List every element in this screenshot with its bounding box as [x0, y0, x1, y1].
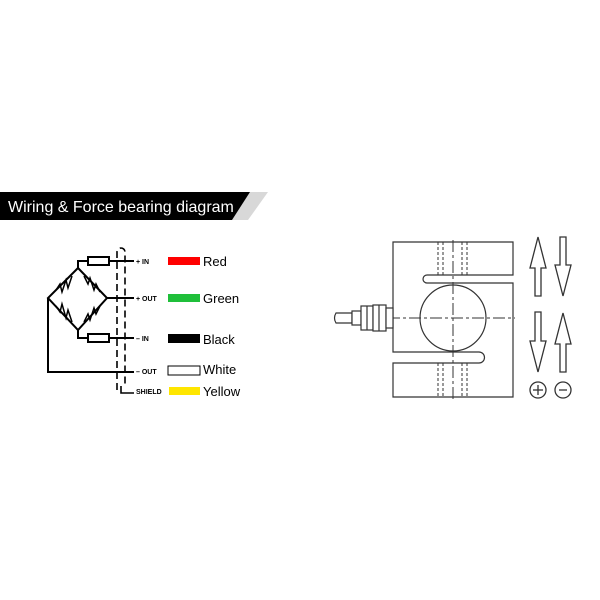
- red-swatch: [168, 257, 200, 265]
- green-swatch: [168, 294, 200, 302]
- force-arrows: [529, 236, 572, 373]
- header-banner: Wiring & Force bearing diagram: [0, 192, 268, 220]
- yellow-swatch: [169, 387, 200, 395]
- wire-row-red: + IN Red: [136, 254, 227, 269]
- arrow-up-icon: [554, 312, 572, 373]
- s-type-load-cell: [333, 240, 515, 399]
- svg-text:+ OUT: + OUT: [136, 296, 158, 303]
- bolt-holes: [437, 242, 468, 397]
- plus-circle-icon: [529, 381, 547, 399]
- svg-text:Red: Red: [203, 254, 227, 269]
- arrow-up-icon: [529, 236, 547, 297]
- arrow-down-icon: [529, 311, 547, 373]
- svg-text:Black: Black: [203, 332, 235, 347]
- wire-row-black: – IN Black: [136, 332, 235, 347]
- wire-row-white: – OUT White: [136, 362, 236, 377]
- centerlines: [388, 240, 515, 399]
- svg-text:– IN: – IN: [136, 336, 149, 343]
- svg-text:Yellow: Yellow: [203, 384, 241, 399]
- svg-text:– OUT: – OUT: [136, 369, 157, 376]
- wire-row-yellow: SHIELD Yellow: [136, 384, 241, 399]
- black-swatch: [168, 334, 200, 343]
- cable-shield: [116, 247, 134, 394]
- minus-circle-icon: [554, 381, 572, 399]
- strain-gauge-zigzags: [55, 275, 101, 323]
- wire-legend: + IN Red + OUT Green – IN Black – OUT Wh…: [136, 254, 241, 399]
- header-title: Wiring & Force bearing diagram: [8, 199, 234, 216]
- svg-text:White: White: [203, 362, 236, 377]
- arrow-down-icon: [554, 236, 572, 297]
- white-swatch: [167, 365, 201, 376]
- wire-row-green: + OUT Green: [136, 291, 239, 306]
- svg-text:SHIELD: SHIELD: [136, 389, 162, 396]
- cable-connector: [333, 304, 394, 332]
- svg-text:Green: Green: [203, 291, 239, 306]
- svg-text:+ IN: + IN: [136, 259, 149, 266]
- polarity-symbols: [529, 381, 572, 399]
- wheatstone-bridge: [46, 256, 134, 373]
